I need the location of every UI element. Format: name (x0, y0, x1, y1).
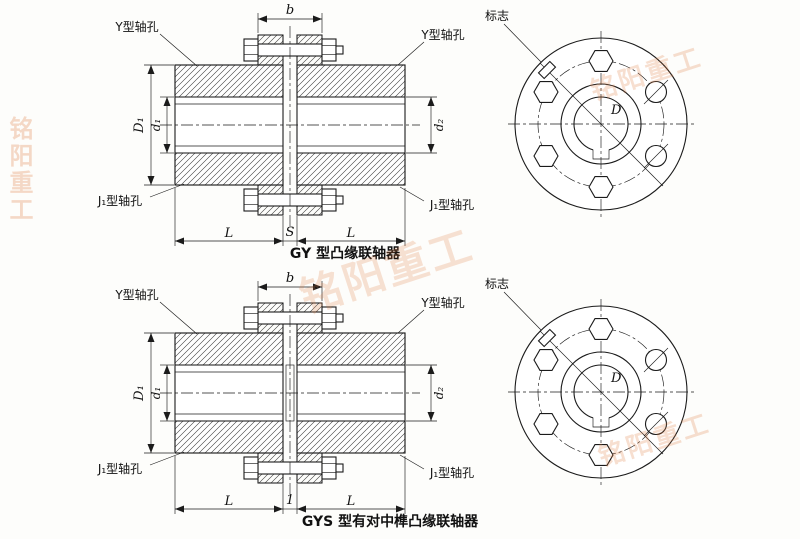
gys-caption: GYS 型有对中榫凸缘联轴器 (302, 513, 479, 530)
gys-dim-D: D (610, 371, 622, 386)
gys-dim-D1: D₁ (132, 385, 147, 402)
gys-dim-d2: d₂ (432, 387, 446, 400)
gys-label-mark: 标志 (485, 277, 509, 291)
gy-label-y-bore-right: Y型轴孔 (420, 27, 464, 42)
gys-dim-gap: 1 (286, 493, 294, 508)
centering-spigot (285, 364, 295, 422)
gys-dim-L-left: L (224, 494, 234, 509)
gy-dim-b: b (286, 3, 294, 18)
gy-dim-d2: d₂ (432, 119, 446, 132)
gy-flange-view (503, 23, 695, 218)
gy-dim-S: S (286, 225, 295, 240)
gy-caption: GY 型凸缘联轴器 (290, 245, 401, 262)
gys-label-j1-bore-left: J₁型轴孔 (97, 461, 142, 476)
gy-label-y-bore-left: Y型轴孔 (114, 19, 158, 34)
gy-diagram: b Y型轴孔 Y型轴孔 J₁型轴孔 J₁型轴孔 D₁ d₁ d₂ L S L D… (97, 3, 695, 262)
gys-label-y-bore-right: Y型轴孔 (420, 295, 464, 310)
gy-label-j1-bore-right: J₁型轴孔 (429, 197, 474, 212)
gys-dim-d1: d₁ (149, 387, 163, 400)
gy-dim-d1: d₁ (149, 119, 163, 132)
gys-flange-view (503, 291, 695, 486)
gys-dim-b: b (286, 271, 294, 286)
gys-diagram: b Y型轴孔 Y型轴孔 J₁型轴孔 J₁型轴孔 D₁ d₁ d₂ L 1 L D… (97, 271, 695, 530)
gys-dim-L-right: L (346, 494, 356, 509)
gy-dim-L-left: L (224, 226, 234, 241)
gy-dim-D1: D₁ (132, 117, 147, 134)
gys-label-y-bore-left: Y型轴孔 (114, 287, 158, 302)
gys-label-j1-bore-right: J₁型轴孔 (429, 465, 474, 480)
gys-cross-section (144, 281, 437, 514)
gy-label-mark: 标志 (485, 9, 509, 23)
gy-dim-L-right: L (346, 226, 356, 241)
gy-label-j1-bore-left: J₁型轴孔 (97, 193, 142, 208)
gy-cross-section (144, 13, 437, 246)
gy-dim-D: D (610, 103, 622, 118)
